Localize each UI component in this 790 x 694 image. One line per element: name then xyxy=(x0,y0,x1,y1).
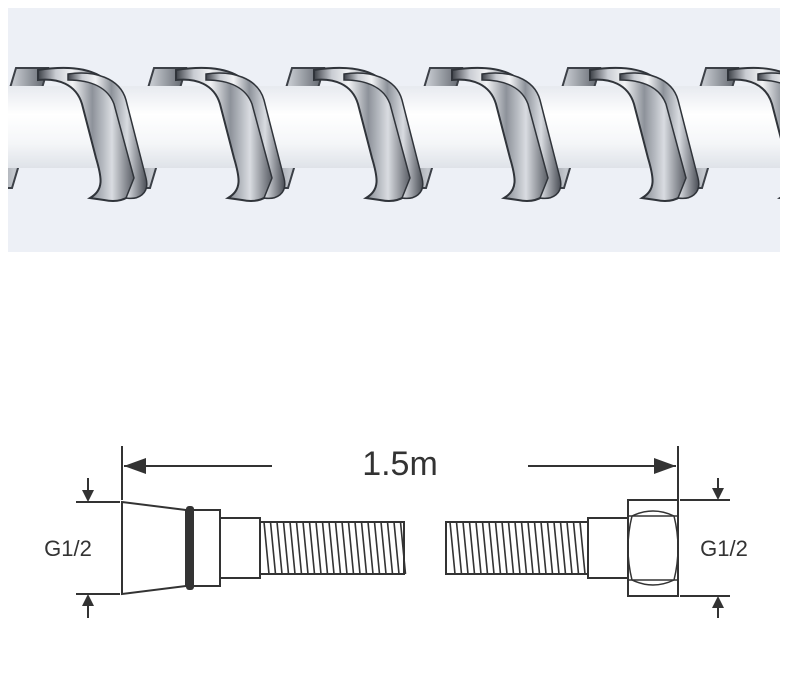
hose-corrugation xyxy=(540,521,547,575)
spiral-front-strip xyxy=(757,72,780,84)
hose-corrugation xyxy=(347,521,355,575)
hose-corrugation xyxy=(546,521,554,575)
hose-corrugation xyxy=(520,521,528,575)
left-ferrule xyxy=(219,517,261,579)
left-dim-bottom-arrowhead xyxy=(82,594,94,606)
spiral-front-strip xyxy=(343,72,424,200)
hose-corrugation xyxy=(559,521,567,575)
hose-corrugation xyxy=(393,521,400,575)
hose-corrugation xyxy=(481,521,489,575)
hose-corrugation xyxy=(455,521,463,575)
hose-corrugation xyxy=(449,521,456,575)
hose-corrugation xyxy=(276,521,283,575)
arrowhead-left xyxy=(124,458,146,474)
spiral-front-strip xyxy=(67,72,148,200)
left-gasket-ring xyxy=(186,506,194,590)
hose-corrugation xyxy=(507,521,515,575)
hose-corrugation xyxy=(269,521,277,575)
hose-corrugation xyxy=(494,521,502,575)
hose-corrugation xyxy=(533,521,541,575)
hose-corrugation xyxy=(289,521,296,575)
hose-corrugation xyxy=(572,521,580,575)
hose-corrugation xyxy=(380,521,387,575)
hose-corrugation xyxy=(475,521,482,575)
hose-corrugation xyxy=(527,521,534,575)
hose-corrugation xyxy=(514,521,521,575)
hose-corrugation xyxy=(360,521,368,575)
spiral-front-strip xyxy=(205,72,286,200)
right-thread-label: G1/2 xyxy=(700,536,748,561)
hose-corrugation xyxy=(488,521,495,575)
left-thread-label: G1/2 xyxy=(44,536,92,561)
spiral-front-turns xyxy=(37,66,780,202)
length-label: 1.5m xyxy=(362,445,438,483)
hose-corrugation xyxy=(295,521,303,575)
hose-corrugation xyxy=(399,521,407,575)
hose-corrugation xyxy=(462,521,469,575)
right-dim-bottom-arrowhead xyxy=(712,596,724,608)
hose-corrugation xyxy=(263,521,270,575)
hose-corrugation xyxy=(386,521,394,575)
spiral-hose-illustration xyxy=(8,66,780,202)
left-corrugated-hose xyxy=(259,521,407,575)
hose-corrugation xyxy=(321,521,329,575)
hose-corrugation xyxy=(354,521,361,575)
hose-corrugation xyxy=(373,521,381,575)
right-ferrule xyxy=(587,517,629,579)
hose-corrugation xyxy=(328,521,335,575)
left-dim-top-arrowhead xyxy=(82,490,94,502)
spiral-front-strip xyxy=(481,72,562,200)
hose-closeup-photo xyxy=(8,8,780,252)
arrowhead-right xyxy=(654,458,676,474)
right-corrugated-hose xyxy=(445,521,589,575)
left-conical-nut xyxy=(121,500,187,596)
right-dim-top-arrowhead xyxy=(712,488,724,500)
spiral-front-strip xyxy=(619,72,700,200)
hose-corrugation xyxy=(501,521,508,575)
hose-corrugation xyxy=(302,521,309,575)
hose-corrugation xyxy=(308,521,316,575)
hose-corrugation xyxy=(468,521,476,575)
hose-corrugation xyxy=(579,521,586,575)
hose-corrugation xyxy=(341,521,348,575)
hose-corrugation xyxy=(282,521,290,575)
hose-corrugation xyxy=(334,521,342,575)
hose-corrugation xyxy=(566,521,573,575)
hose-corrugation xyxy=(367,521,374,575)
hose-corrugation xyxy=(315,521,322,575)
hose-corrugation xyxy=(553,521,560,575)
